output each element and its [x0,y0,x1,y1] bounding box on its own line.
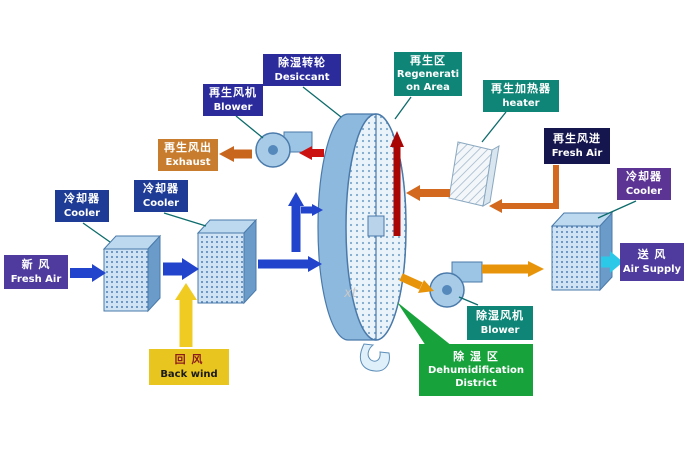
label-fresh-air-zh: 新 风 [21,258,51,272]
mixed-air-arrow [163,258,199,280]
label-regen-fresh-air-en: Fresh Air [551,147,603,159]
label-fresh-air-en: Fresh Air [10,273,62,285]
label-dehum-blower-zh: 除湿风机 [476,309,524,323]
process-air-up-arrow [288,192,304,252]
label-cooler-right-en: Cooler [625,185,663,197]
label-cooler-mid: 冷却器 Cooler [134,180,188,212]
label-pointers [82,86,637,306]
label-regen-blower: 再生风机 Blower [203,84,263,116]
desiccant-wheel [317,113,407,341]
label-cooler-mid-en: Cooler [142,197,180,209]
regen-exhaust-red-arrow [299,146,324,160]
watermark: xt [344,286,357,301]
label-back-wind-zh: 回 风 [174,353,204,367]
cooler-coil-right [550,211,614,292]
label-fresh-air: 新 风 Fresh Air [4,255,68,289]
label-dehum-district: 除 湿 区 Dehumidification District [419,344,533,396]
label-desiccant-zh: 除湿转轮 [278,56,326,70]
label-desiccant-en: Desiccant [274,71,330,83]
process-air-arrow [258,256,322,272]
air-supply-arrow [601,251,623,273]
label-dehum-blower: 除湿风机 Blower [467,306,533,340]
dehum-district-pointer [397,302,452,346]
wheel-to-blower-arrow [399,273,434,293]
label-air-supply-zh: 送 风 [637,248,667,262]
label-air-supply: 送 风 Air Supply [620,243,684,281]
label-exhaust-zh: 再生风出 [164,141,212,155]
cooler-coil-mid [196,218,258,305]
label-air-supply-en: Air Supply [622,263,682,275]
label-exhaust: 再生风出 Exhaust [158,139,218,171]
regen-blower [255,131,313,168]
label-cooler-left: 冷却器 Cooler [55,190,109,222]
label-regen-heater-en: heater [502,97,540,109]
process-air-entry-arrow [301,204,323,216]
label-dehum-district-en: Dehumidification District [427,365,525,390]
back-wind-arrow [175,283,197,347]
label-exhaust-en: Exhaust [165,156,211,168]
label-regeneration-area-en: Regeneration Area [396,69,460,94]
label-back-wind: 回 风 Back wind [149,349,229,385]
label-regeneration-area-zh: 再生区 [410,53,446,67]
label-regen-blower-en: Blower [213,101,253,113]
label-regeneration-area: 再生区 Regeneration Area [394,52,462,96]
label-dehum-district-zh: 除 湿 区 [453,349,499,363]
heater-to-wheel-arrow [406,185,450,201]
label-cooler-right-zh: 冷却器 [626,170,662,184]
regen-air-up-arrow [390,131,404,236]
label-cooler-mid-zh: 冷却器 [143,182,179,196]
label-back-wind-en: Back wind [160,368,218,380]
exhaust-arrow [219,146,252,162]
cooler-coil-left [102,234,162,313]
wheel-seal-segment [360,343,390,372]
label-regen-heater: 再生加热器 heater [483,80,559,112]
label-desiccant: 除湿转轮 Desiccant [263,54,341,86]
label-cooler-right: 冷却器 Cooler [617,168,671,200]
label-regen-heater-zh: 再生加热器 [491,82,551,96]
label-cooler-left-zh: 冷却器 [64,192,100,206]
blower-to-cooler-arrow [482,261,544,277]
label-regen-fresh-air: 再生风进 Fresh Air [544,128,610,164]
dehum-blower [429,261,483,308]
label-regen-fresh-air-zh: 再生风进 [553,132,601,146]
label-cooler-left-en: Cooler [63,207,101,219]
label-regen-blower-zh: 再生风机 [209,86,257,100]
fresh-air-inlet-arrow [70,264,106,282]
regen-heater-coil [448,141,500,207]
regen-fresh-air-path-arrow [489,165,559,213]
label-dehum-blower-en: Blower [480,324,520,336]
